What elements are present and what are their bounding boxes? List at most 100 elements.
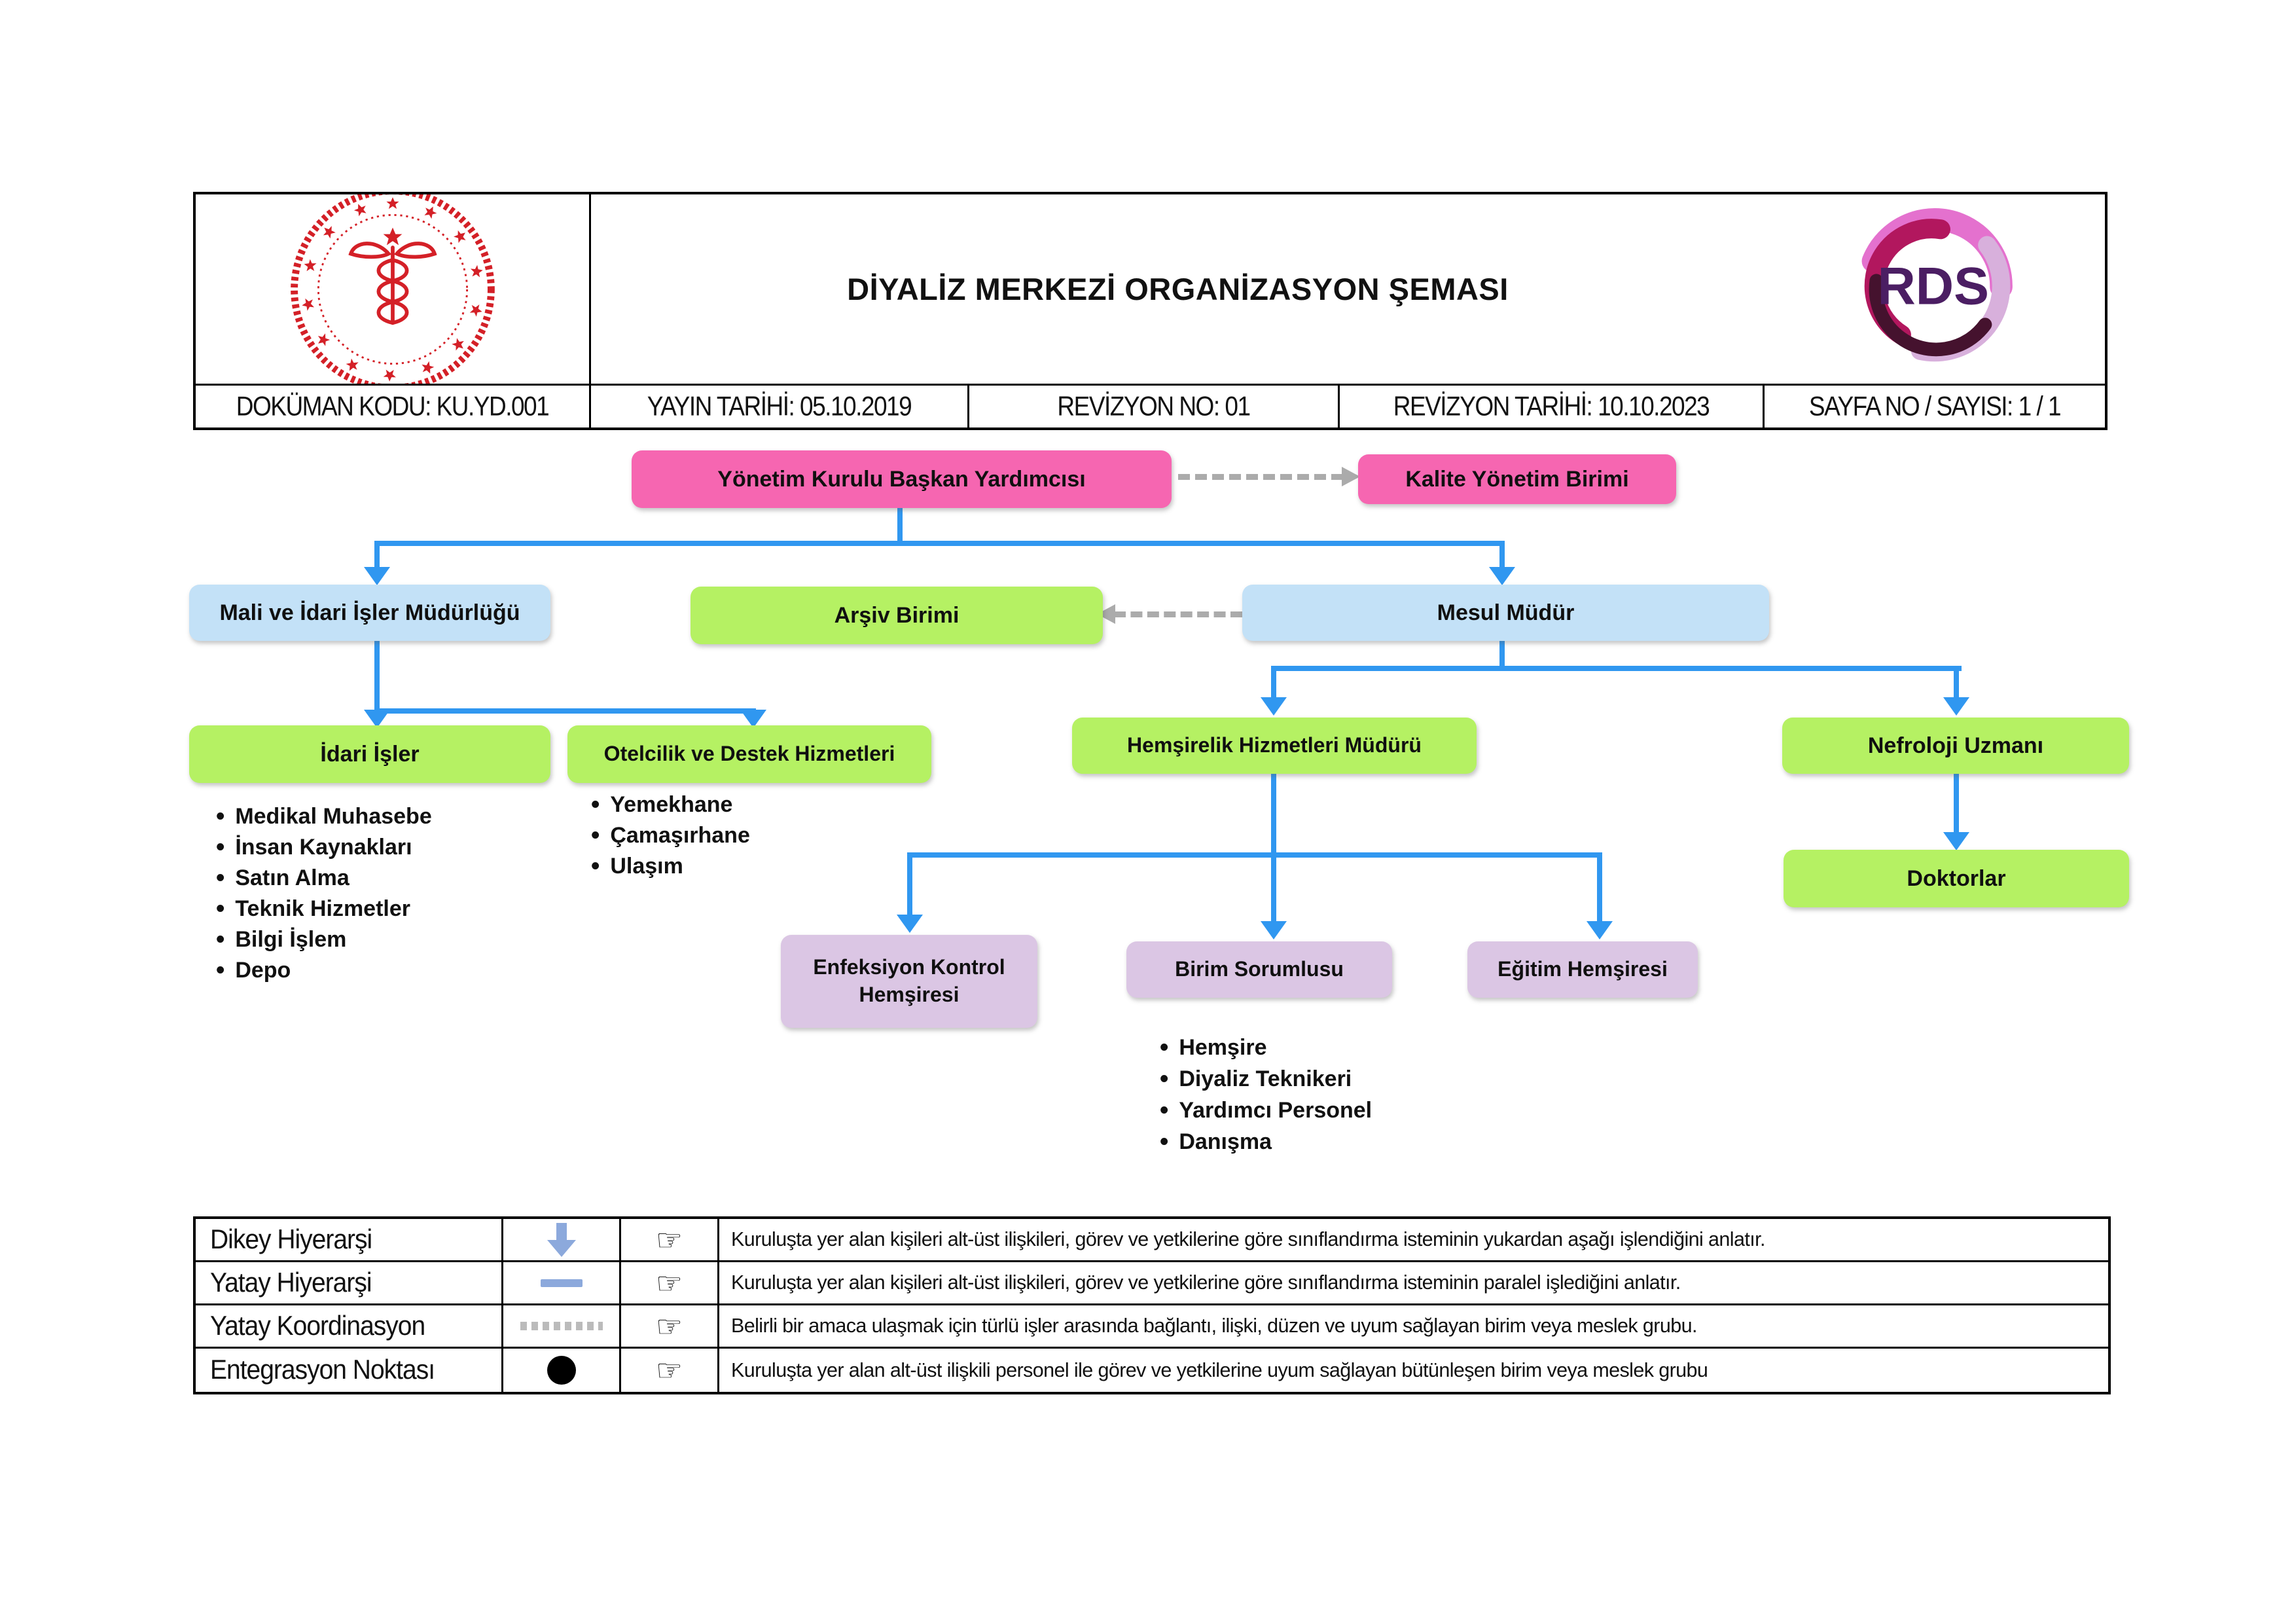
connector-horizontal <box>374 708 756 714</box>
legend-description: Kuruluşta yer alan kişileri alt-üst iliş… <box>731 1228 1765 1250</box>
legend-hand-cell: ☞ <box>621 1305 719 1349</box>
legend-label: Dikey Hiyerarşi <box>210 1224 372 1255</box>
birim-sorumlusu-bullet-list: Hemşire Diyaliz Teknikeri Yardımcı Perso… <box>1160 1032 1372 1157</box>
connector-vertical <box>1499 546 1505 568</box>
arrowhead-down <box>1489 567 1515 585</box>
connector-vertical <box>1597 858 1602 922</box>
coordination-dashed-line <box>1178 474 1343 480</box>
connector-vertical <box>1271 671 1276 699</box>
pointing-hand-icon: ☞ <box>655 1353 683 1387</box>
connector-vertical <box>374 546 380 568</box>
arrowhead-down <box>1261 697 1287 716</box>
legend-desc-cell: Kuruluşta yer alan alt-üst ilişkili pers… <box>719 1349 2108 1392</box>
legend-label-cell: Yatay Hiyerarşi <box>196 1262 503 1305</box>
connector-vertical <box>1954 671 1959 699</box>
list-item: Medikal Muhasebe <box>216 801 431 832</box>
pointing-hand-icon: ☞ <box>655 1222 683 1257</box>
node-birim-sorumlusu: Birim Sorumlusu <box>1126 941 1392 998</box>
connector-vertical <box>907 858 912 915</box>
connector-vertical <box>374 641 380 711</box>
connector-vertical <box>897 508 903 543</box>
legend-label: Yatay Koordinasyon <box>210 1310 425 1341</box>
otelcilik-bullet-list: Yemekhane Çamaşırhane Ulaşım <box>591 790 750 882</box>
arrowhead-right <box>1342 467 1360 486</box>
node-otelcilik-ve-destek-hizmetleri: Otelcilik ve Destek Hizmetleri <box>567 725 931 783</box>
page-no-text: SAYFA NO / SAYISI: 1 / 1 <box>1808 391 2062 422</box>
coordination-dashed-line <box>1114 611 1242 617</box>
node-egitim-hemsiresi: Eğitim Hemşiresi <box>1467 941 1698 998</box>
legend-symbol-cell <box>503 1262 621 1305</box>
legend-hand-cell: ☞ <box>621 1262 719 1305</box>
legend-description: Belirli bir amaca ulaşmak için türlü işl… <box>731 1315 1697 1337</box>
revision-date-text: REVİZYON TARİHİ: 10.10.2023 <box>1393 391 1710 422</box>
legend-description: Kuruluşta yer alan alt-üst ilişkili pers… <box>731 1358 1708 1381</box>
connector-vertical <box>1499 641 1505 668</box>
node-nefroloji-uzmani: Nefroloji Uzmanı <box>1782 718 2129 774</box>
connector-horizontal <box>907 852 1602 858</box>
legend-description: Kuruluşta yer alan kişileri alt-üst iliş… <box>731 1271 1681 1294</box>
list-item: Yardımcı Personel <box>1160 1095 1372 1126</box>
revision-no-cell: REVİZYON NO: 01 <box>969 384 1340 427</box>
connector-horizontal <box>1271 666 1962 671</box>
page-no-cell: SAYFA NO / SAYISI: 1 / 1 <box>1765 384 2105 427</box>
rds-logo-cell: RDS <box>1765 194 2105 384</box>
dashed-line-icon <box>520 1322 603 1330</box>
legend-desc-cell: Kuruluşta yer alan kişileri alt-üst iliş… <box>719 1262 2108 1305</box>
node-doktorlar: Doktorlar <box>1784 850 2129 907</box>
node-kalite-yonetim-birimi: Kalite Yönetim Birimi <box>1358 454 1676 504</box>
rds-logo: RDS <box>1857 208 2013 364</box>
list-item: Bilgi İşlem <box>216 924 432 955</box>
list-item: Depo <box>216 955 432 986</box>
list-item: Satın Alma <box>216 863 432 894</box>
down-arrow-icon <box>547 1222 576 1257</box>
node-enfeksiyon-kontrol-hemsiresi: Enfeksiyon Kontrol Hemşiresi <box>781 935 1037 1028</box>
ministry-of-health-logo <box>290 194 495 384</box>
list-item: İnsan Kaynakları <box>216 832 432 863</box>
arrowhead-down <box>740 710 766 728</box>
connector-vertical <box>1271 858 1276 922</box>
legend-table: Dikey Hiyerarşi ☞ Kuruluşta yer alan kiş… <box>193 1216 2111 1394</box>
doc-code-text: DOKÜMAN KODU: KU.YD.001 <box>236 391 550 422</box>
document-header-table: DİYALİZ MERKEZİ ORGANİZASYON ŞEMASI RDS … <box>193 192 2108 430</box>
rds-logo-text: RDS <box>1877 257 1989 316</box>
list-item: Yemekhane <box>591 790 750 820</box>
legend-label-cell: Entegrasyon Noktası <box>196 1349 503 1392</box>
legend-hand-cell: ☞ <box>621 1349 719 1392</box>
legend-desc-cell: Belirli bir amaca ulaşmak için türlü işl… <box>719 1305 2108 1349</box>
idari-isler-bullet-list: Medikal Muhasebe İnsan Kaynakları Satın … <box>216 801 432 986</box>
node-mesul-mudur: Mesul Müdür <box>1242 585 1769 641</box>
revision-no-text: REVİZYON NO: 01 <box>1057 391 1251 422</box>
legend-symbol-cell <box>503 1305 621 1349</box>
arrowhead-down <box>1261 921 1287 939</box>
arrowhead-down <box>364 710 390 728</box>
legend-label: Entegrasyon Noktası <box>210 1355 435 1385</box>
node-yonetim-kurulu-baskan-yardimcisi: Yönetim Kurulu Başkan Yardımcısı <box>632 450 1172 508</box>
legend-label-cell: Dikey Hiyerarşi <box>196 1219 503 1262</box>
arrowhead-down <box>364 567 390 585</box>
arrowhead-down <box>1943 832 1969 850</box>
arrowhead-down <box>897 915 923 933</box>
revision-date-cell: REVİZYON TARİHİ: 10.10.2023 <box>1340 384 1765 427</box>
list-item: Ulaşım <box>591 851 750 882</box>
arrowhead-down <box>1587 921 1613 939</box>
ministry-logo-cell <box>196 194 591 384</box>
integration-dot-icon <box>547 1356 576 1385</box>
list-item: Teknik Hizmetler <box>216 894 432 924</box>
legend-symbol-cell <box>503 1349 621 1392</box>
node-hemsirelik-hizmetleri-muduru: Hemşirelik Hizmetleri Müdürü <box>1072 718 1477 774</box>
legend-label: Yatay Hiyerarşi <box>210 1267 372 1298</box>
node-idari-isler: İdari İşler <box>189 725 550 783</box>
pointing-hand-icon: ☞ <box>655 1265 683 1300</box>
connector-horizontal <box>374 541 1505 546</box>
horizontal-line-icon <box>540 1279 583 1287</box>
legend-symbol-cell <box>503 1219 621 1262</box>
pointing-hand-icon: ☞ <box>655 1309 683 1343</box>
list-item: Çamaşırhane <box>591 820 750 851</box>
issue-date-cell: YAYIN TARİHİ: 05.10.2019 <box>591 384 969 427</box>
connector-vertical <box>1271 774 1276 858</box>
doc-code-cell: DOKÜMAN KODU: KU.YD.001 <box>196 384 591 427</box>
legend-desc-cell: Kuruluşta yer alan kişileri alt-üst iliş… <box>719 1219 2108 1262</box>
connector-vertical <box>1954 774 1959 834</box>
page-title: DİYALİZ MERKEZİ ORGANİZASYON ŞEMASI <box>847 272 1509 306</box>
